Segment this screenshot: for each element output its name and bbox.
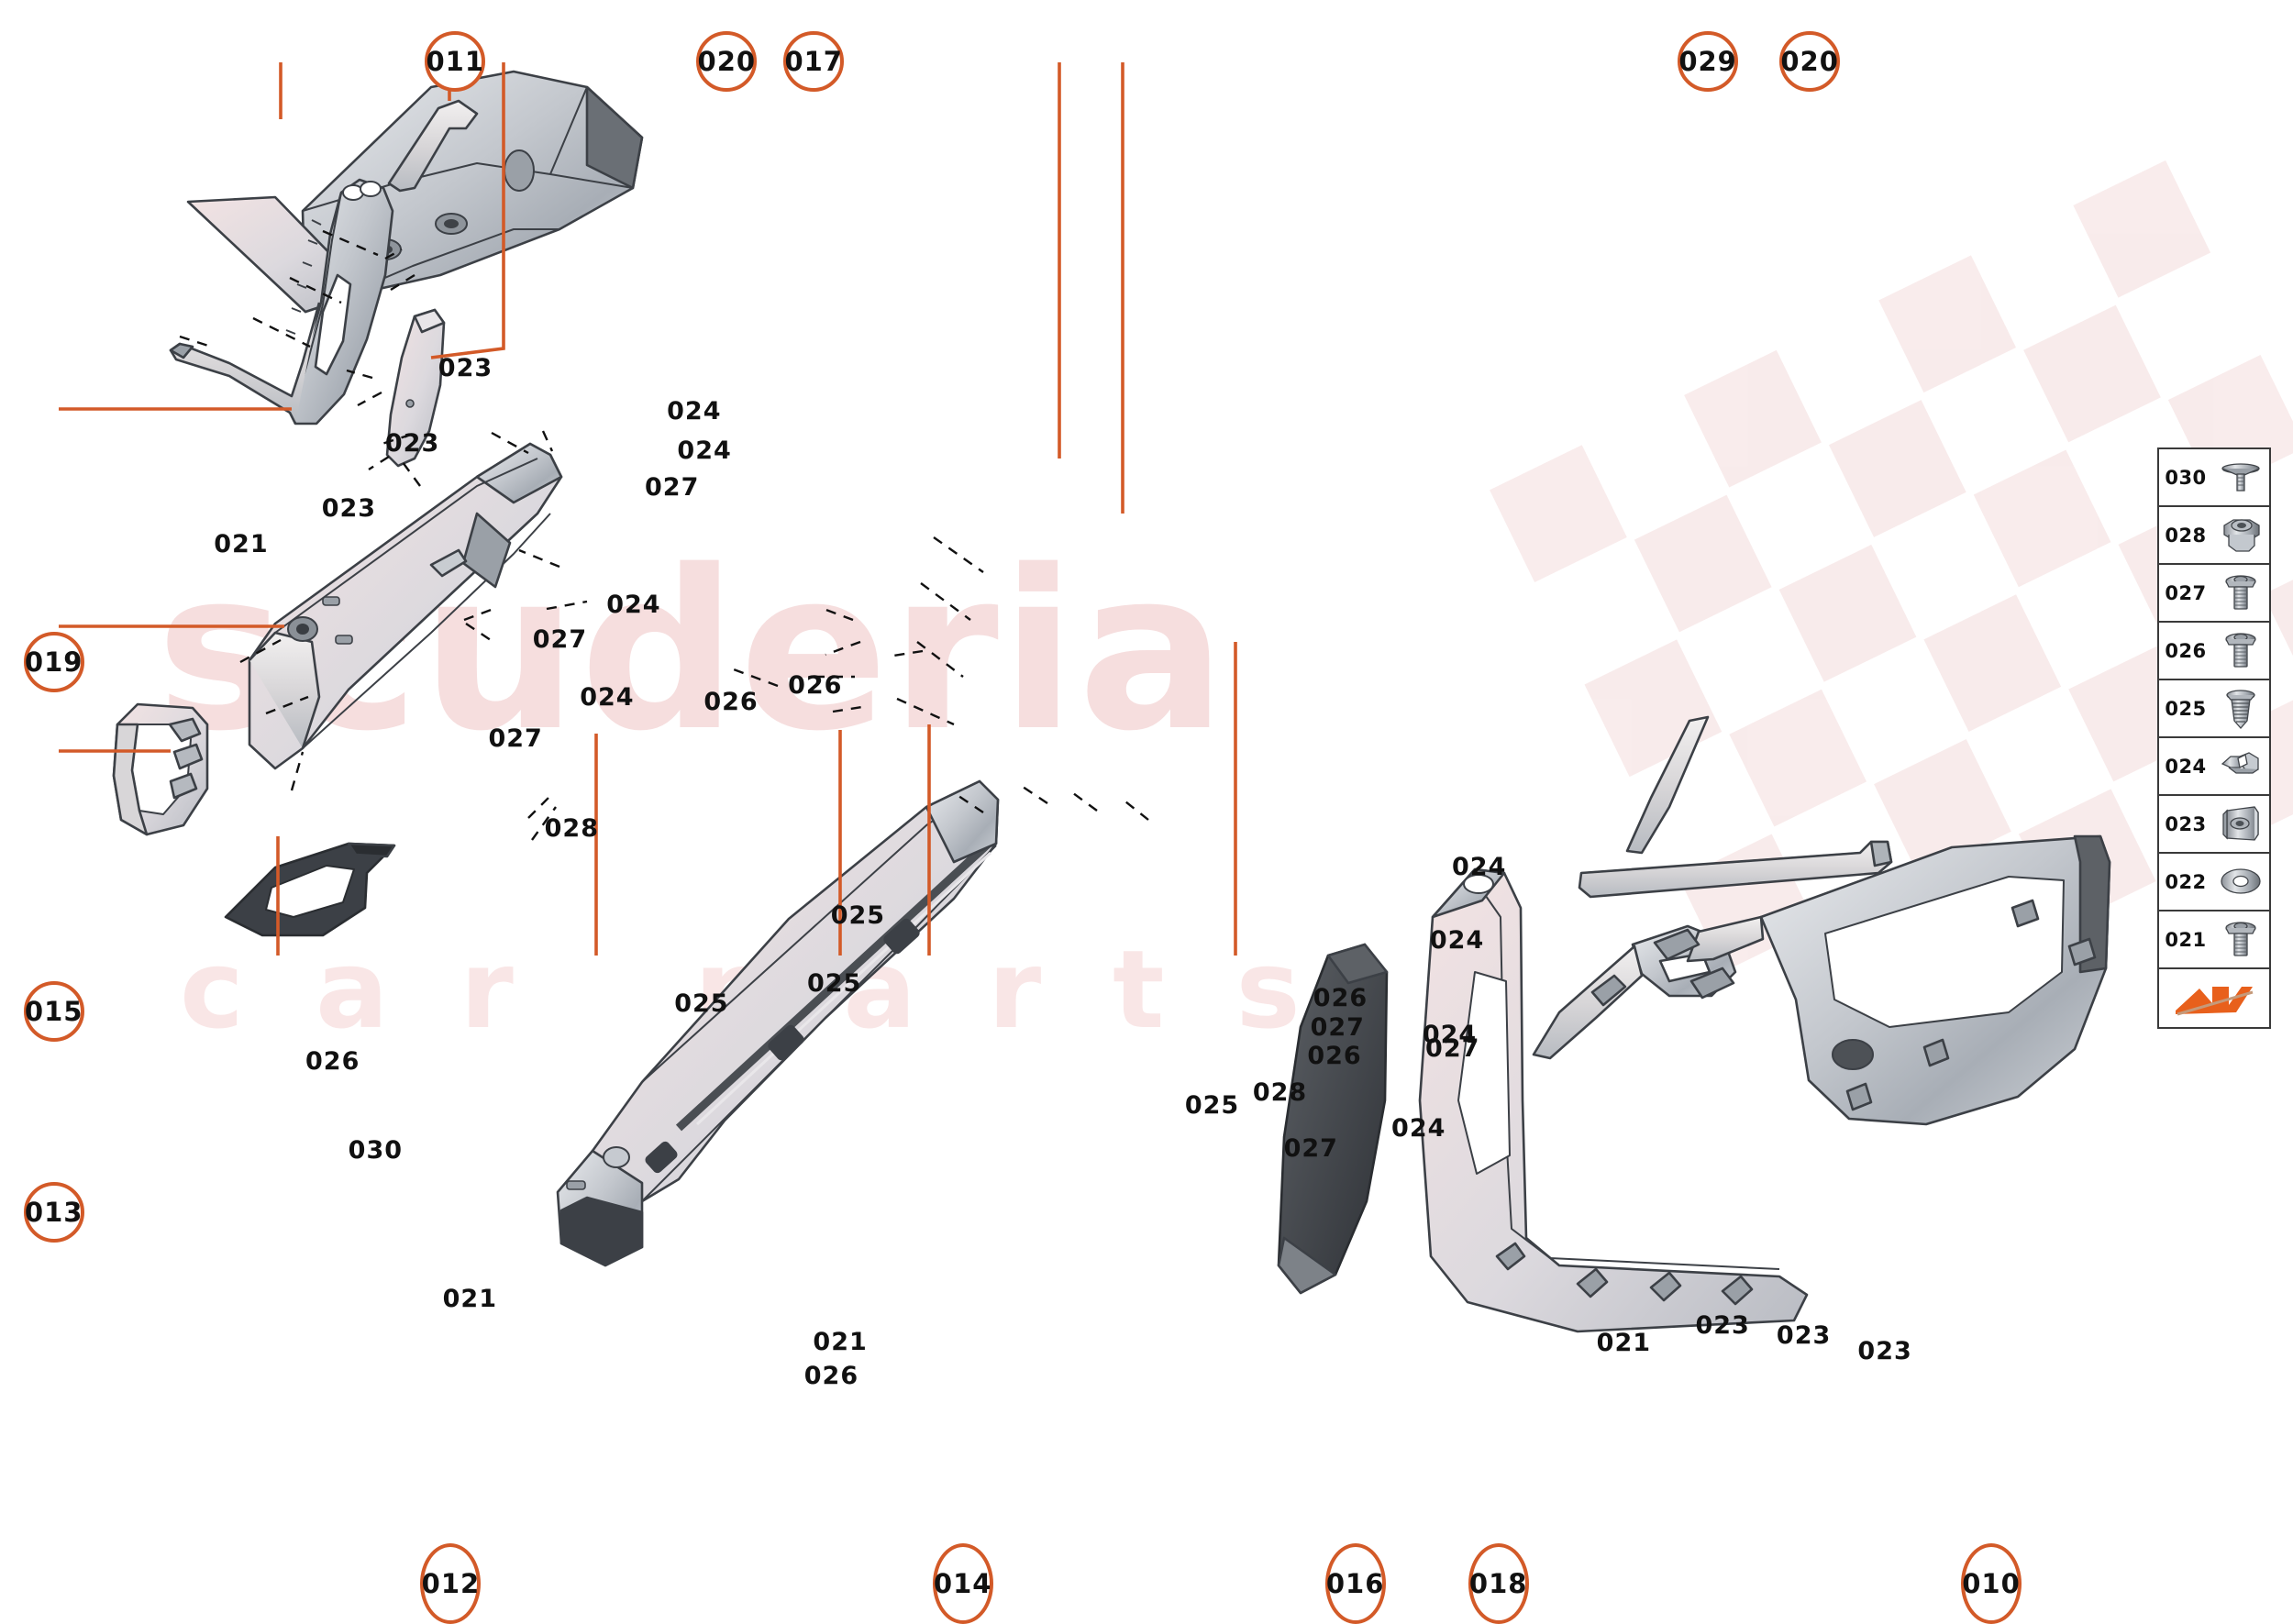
part-label-023-0: 023 (438, 354, 493, 383)
callout-bubble-016[interactable]: 016 (1324, 1542, 1386, 1624)
part-label-026-17: 026 (305, 1047, 360, 1077)
part-018-shape (1418, 867, 1809, 1333)
part-label-021-20: 021 (813, 1327, 868, 1356)
part-label-026-21: 026 (803, 1361, 859, 1390)
flange-bolt-icon (2212, 628, 2269, 674)
legend-row-026: 026 (2159, 623, 2269, 680)
callout-bubble-018[interactable]: 018 (1468, 1542, 1529, 1624)
part-label-024-31: 024 (1391, 1113, 1446, 1143)
part-label-026-11: 026 (788, 670, 843, 700)
part-label-027-32: 027 (1283, 1134, 1338, 1164)
part-029-shape (1625, 715, 1710, 855)
part-label-021-19: 021 (442, 1285, 497, 1314)
callout-bubble-015[interactable]: 015 (23, 980, 84, 1042)
legend-row-022: 022 (2159, 854, 2269, 911)
hex-nut-icon (2212, 513, 2269, 558)
flange-bolt-icon (2212, 570, 2269, 616)
legend-row-025: 025 (2159, 680, 2269, 738)
part-014-shape (556, 779, 1000, 1267)
part-label-024-23: 024 (1452, 852, 1507, 881)
part-label-024-1: 024 (667, 396, 722, 425)
part-label-025-16: 025 (674, 989, 729, 1019)
leader-lines-callout (59, 62, 1237, 956)
part-label-023-34: 023 (1695, 1311, 1750, 1341)
legend-row-027: 027 (2159, 565, 2269, 623)
callout-bubble-029[interactable]: 029 (1678, 30, 1739, 92)
legend-number: 027 (2165, 581, 2207, 604)
legend-number: 028 (2165, 524, 2207, 547)
legend-number: 025 (2165, 697, 2207, 720)
part-020a-shape (387, 99, 479, 193)
part-label-027-8: 027 (532, 625, 588, 655)
part-label-026-10: 026 (703, 687, 759, 716)
fasteners-legend: 030 028 027 026 025 024 023 022 021 (2157, 447, 2271, 1029)
part-label-027-4: 027 (645, 473, 700, 503)
callout-bubble-010[interactable]: 010 (1960, 1542, 2022, 1624)
part-label-021-33: 021 (1596, 1329, 1652, 1358)
callout-bubble-013[interactable]: 013 (23, 1181, 84, 1243)
legend-row-028: 028 (2159, 507, 2269, 565)
legend-row-030: 030 (2159, 449, 2269, 507)
part-label-023-36: 023 (1857, 1336, 1912, 1365)
part-label-024-7: 024 (606, 590, 661, 619)
part-label-025-15: 025 (806, 968, 862, 998)
part-label-027-26: 027 (1310, 1013, 1365, 1043)
leader-lines-dashed (179, 229, 1149, 841)
callout-bubble-011[interactable]: 011 (425, 30, 486, 92)
part-label-030-18: 030 (348, 1135, 404, 1165)
part-label-023-2: 023 (384, 429, 440, 458)
part-label-024-24: 024 (1429, 926, 1485, 956)
spring-clip-icon (2212, 744, 2269, 790)
part-015-shape (248, 442, 563, 770)
part-label-026-28: 026 (1307, 1041, 1362, 1070)
part-label-023-5: 023 (321, 493, 377, 523)
washer-icon (2212, 859, 2269, 905)
legend-number: 022 (2165, 870, 2207, 893)
legend-row-021: 021 (2159, 911, 2269, 969)
part-011-shape (186, 70, 644, 314)
part-016-shape (1277, 943, 1389, 1295)
part-label-024-27: 024 (1422, 1021, 1478, 1050)
part-label-027-29: 027 (1425, 1033, 1480, 1063)
legend-number: 021 (2165, 928, 2207, 951)
legend-row-brand (2159, 969, 2269, 1027)
part-label-023-35: 023 (1776, 1321, 1832, 1351)
legend-number: 023 (2165, 812, 2207, 835)
rivet-flat-head-icon (2212, 455, 2269, 501)
callout-bubble-020[interactable]: 020 (696, 30, 758, 92)
legend-number: 024 (2165, 755, 2207, 778)
self-tapping-screw-icon (2212, 686, 2269, 732)
part-label-025-14: 025 (830, 900, 886, 930)
callout-bubble-012[interactable]: 012 (420, 1542, 482, 1624)
callout-bubble-019[interactable]: 019 (23, 631, 84, 692)
part-label-024-9: 024 (580, 682, 635, 712)
callout-bubble-014[interactable]: 014 (932, 1542, 993, 1624)
callout-bubble-020[interactable]: 020 (1779, 30, 1841, 92)
brand-chevron-icon (2159, 979, 2269, 1018)
part-label-027-12: 027 (488, 724, 543, 753)
callout-bubble-017[interactable]: 017 (783, 30, 845, 92)
legend-number: 026 (2165, 639, 2207, 662)
part-label-026-25: 026 (1313, 984, 1368, 1013)
part-label-028-13: 028 (544, 814, 599, 844)
part-013-shape (112, 702, 209, 836)
part-label-028-30: 028 (1252, 1077, 1308, 1107)
legend-row-024: 024 (2159, 738, 2269, 796)
part-017-shape (385, 308, 446, 468)
flange-bolt-icon (2212, 917, 2269, 963)
part-label-021-6: 021 (214, 529, 269, 558)
legend-row-023: 023 (2159, 796, 2269, 854)
part-label-024-3: 024 (677, 436, 732, 466)
part-label-025-22: 025 (1184, 1091, 1240, 1121)
cage-nut-icon (2212, 801, 2269, 847)
part-012-shape (224, 842, 396, 937)
legend-number: 030 (2165, 466, 2207, 489)
